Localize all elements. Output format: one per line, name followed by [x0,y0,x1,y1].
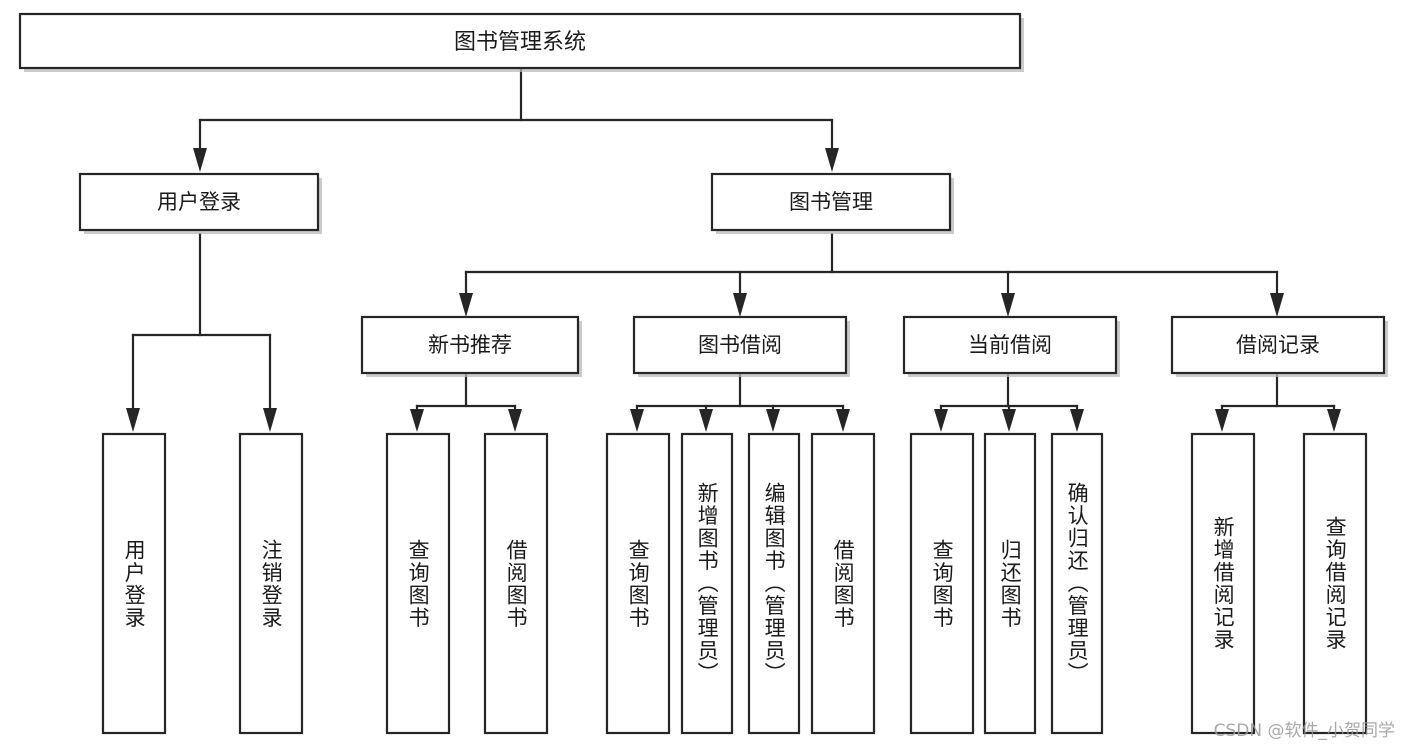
arrowhead-book-borrow [733,293,747,317]
arrowhead-bb-child4 [836,409,850,432]
arrowhead-cb-child3 [1070,409,1084,432]
arrowhead-nbr-child2 [508,409,522,432]
node-book-management[interactable]: 图书管理 [710,172,954,234]
leaf-box-add-book-admin[interactable] [680,432,734,735]
arrowhead-user-login [193,148,207,172]
arrowhead-bb-child1 [630,409,644,432]
edge-group-book-borrow [630,373,850,432]
arrowhead-bb-child2 [699,409,713,432]
node-book-management-box[interactable] [710,172,952,232]
edge-group-borrow-record [1215,373,1341,432]
node-current-borrow-box[interactable] [902,315,1118,375]
edge-group-root [193,68,839,172]
arrowhead-br-child2 [1327,409,1341,432]
leaf-box-query-book-cb[interactable] [909,432,975,735]
node-new-book-recommend[interactable]: 新书推荐 [360,315,582,377]
node-book-borrow[interactable]: 图书借阅 [632,315,850,377]
node-root[interactable]: 图书管理系统 [18,12,1024,72]
node-root-box[interactable] [18,12,1022,70]
leaf-box-add-borrow-record[interactable] [1190,432,1256,735]
leaf-box-logout[interactable] [238,432,304,735]
arrowhead-cb-child2 [1002,409,1016,432]
leaf-box-user-login[interactable] [101,432,167,735]
edge-group-new-book-rec [410,373,522,432]
arrowhead-leaf-user-login [126,408,140,432]
edge-group-current-borrow [934,373,1084,432]
arrowhead-leaf-logout [263,408,277,432]
node-user-login-box[interactable] [78,172,320,232]
node-user-login-label: 用户登录 [157,190,241,214]
leaf-box-edit-book-admin[interactable] [747,432,801,735]
arrowhead-book-mgmt [825,148,839,172]
node-current-borrow[interactable]: 当前借阅 [902,315,1120,377]
leaf-box-return-book[interactable] [983,432,1037,735]
leaf-box-confirm-return-admin[interactable] [1050,432,1104,735]
node-borrow-record[interactable]: 借阅记录 [1170,315,1388,377]
arrowhead-nbr-child1 [410,409,424,432]
node-new-book-recommend-box[interactable] [360,315,580,375]
leaf-boxes [101,432,1368,735]
arrowhead-bb-child3 [766,409,780,432]
leaf-box-query-borrow-record[interactable] [1302,432,1368,735]
leaf-box-borrow-book-bb[interactable] [810,432,876,735]
leaf-box-borrow-book-nbr[interactable] [483,432,549,735]
node-user-login[interactable]: 用户登录 [78,172,322,234]
node-new-book-recommend-label: 新书推荐 [428,333,512,357]
leaf-box-query-book-nbr[interactable] [385,432,451,735]
edge-group-user-login [126,232,277,432]
node-borrow-record-box[interactable] [1170,315,1386,375]
node-current-borrow-label: 当前借阅 [968,333,1052,357]
arrowhead-current-borrow [1001,293,1015,317]
arrowhead-borrow-record [1270,293,1284,317]
node-root-label: 图书管理系统 [454,30,586,55]
arrowhead-new-book-rec [459,293,473,317]
node-book-borrow-label: 图书借阅 [698,333,782,357]
arrowhead-br-child1 [1215,409,1229,432]
node-book-management-label: 图书管理 [789,190,873,214]
node-book-borrow-box[interactable] [632,315,848,375]
edge-group-book-mgmt [459,232,1284,317]
arrowhead-cb-child1 [934,409,948,432]
node-borrow-record-label: 借阅记录 [1236,333,1320,357]
leaf-box-query-book-bb[interactable] [605,432,671,735]
